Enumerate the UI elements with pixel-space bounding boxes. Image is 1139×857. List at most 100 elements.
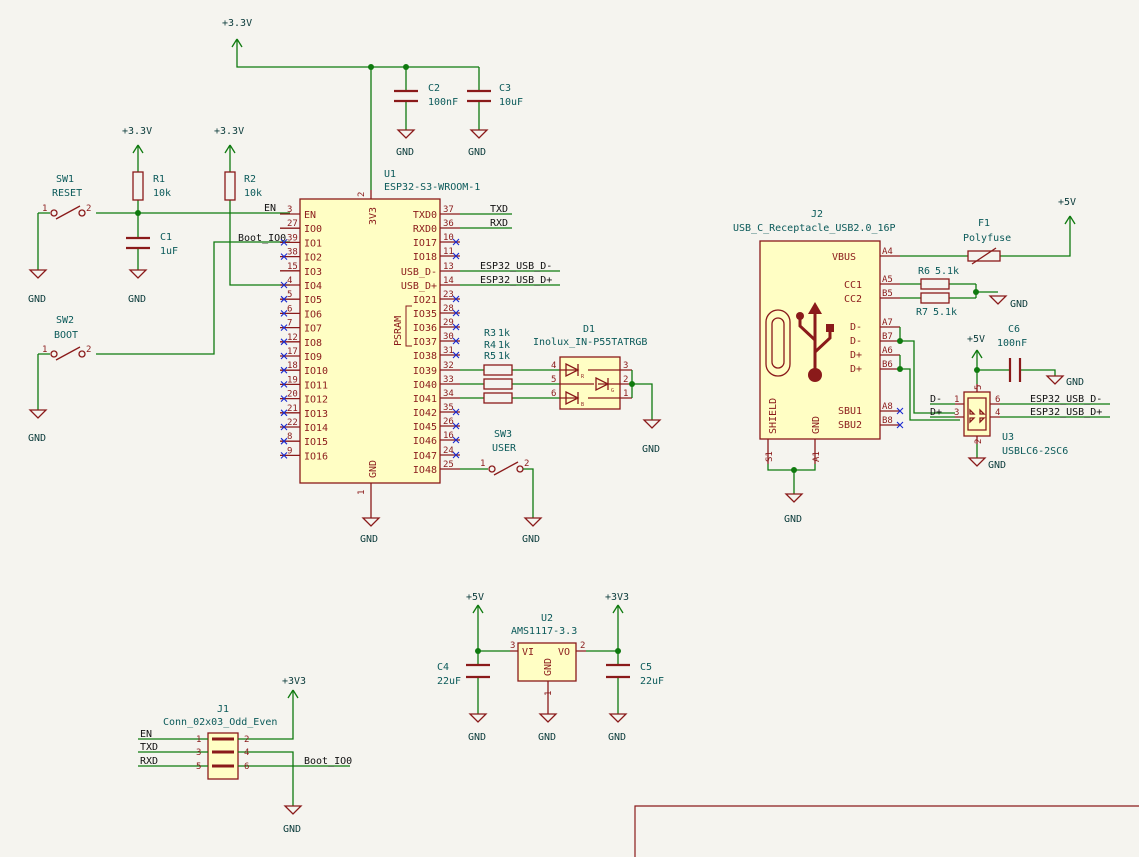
c3-value: 10uF [499,97,523,108]
r6-ref: R6 [918,266,930,277]
u1-right-pin-num: 16 [443,431,454,441]
j2-value: USB_C_Receptacle_USB2.0_16P [733,223,896,234]
no-connect-marker [452,295,460,303]
d1-ref: D1 [583,324,595,335]
j2-pin-a4: A4 [882,247,893,257]
u1-psram-label: PSRAM [393,316,404,346]
power-label-5v-esd: +5V [967,334,985,345]
r1-supply: +3.3V R1 10k [122,126,171,213]
sw2-ref: SW2 [56,315,74,326]
j2-dp2: D+ [850,364,862,375]
u1-right-pin-name: IO17 [413,238,437,249]
j1-pin5: 5 [196,762,201,772]
u1-right-pin-num: 14 [443,276,454,286]
u1-left-pin-num: 21 [287,404,298,414]
capacitor-c1: C1 1uF GND [126,213,178,305]
u1-left-pin-num: 22 [287,418,298,428]
gnd-label-c3: GND [468,147,486,158]
u1-right-pin-num: 36 [443,219,454,229]
net-boot-io0: Boot_IO0 [238,233,286,244]
j2-cc1: CC1 [844,280,862,291]
net-esp-usb-dm: ESP32_USB_D- [480,261,552,272]
u1-left-pin-num: 7 [287,319,292,329]
r4-ref: R4 [484,340,496,351]
u1-right-pin-num: 23 [443,290,454,300]
d1-mini-g: G [611,388,614,394]
u1-left-pin-num: 4 [287,276,292,286]
u1-right-pin-num: 35 [443,403,454,413]
u2-value: AMS1117-3.3 [511,626,577,637]
j2-shield: SHIELD [768,398,779,434]
u1-right-pin-name: IO39 [413,366,437,377]
sw3-pin2: 2 [524,459,529,469]
u1-left-pin-num: 17 [287,347,298,357]
net-txd-j1: TXD [140,742,158,753]
c4-ref: C4 [437,662,449,673]
no-connect-marker [280,295,288,303]
j2-pin-a7: A7 [882,318,893,328]
no-connect-marker [280,281,288,289]
j1-pin3: 3 [196,748,201,758]
u1-left-pin-num: 38 [287,248,298,258]
u1-left-pin-name: IO5 [304,295,322,306]
gnd-label-d1: GND [642,444,660,455]
j1-ref: J1 [217,704,229,715]
u1-right-pin-name: IO21 [413,295,437,306]
j1-pin2: 2 [244,735,249,745]
u1-left-pin-name: IO11 [304,380,328,391]
u1-left-pin-name: IO15 [304,437,328,448]
sw3-value: USER [492,443,517,454]
gnd-label-sw3: GND [522,534,540,545]
u1-right-pin-name: IO41 [413,394,437,405]
resistors-r3-r5: R3 1k R4 1k R5 1k [483,328,513,404]
no-connect-marker [280,253,288,260]
r3-ref: R3 [484,328,496,339]
c5-value: 22uF [640,676,664,687]
u1-right-pin-num: 25 [443,460,454,470]
no-connect-marker [280,352,288,360]
connector-j2: J2 USB_C_Receptacle_USB2.0_16P VBUS CC1 … [733,209,904,525]
u1-left-pin-num: 3 [287,205,292,215]
c6-value: 100nF [997,338,1027,349]
u1-left-pin-name: IO2 [304,253,322,264]
u1-right-pin-num: 33 [443,375,454,385]
u1-left-pin-num: 27 [287,219,298,229]
no-connect-marker [280,324,288,331]
usb-data-routing: D- D+ [897,327,960,421]
j2-pin-b5: B5 [882,289,893,299]
u3-pin1: 1 [954,395,959,405]
j2-pin-a6: A6 [882,346,893,356]
u3-pin3: 3 [954,408,959,418]
module-u1: U1 ESP32-S3-WROOM-1 3V3 2 GND 1 GND PSRA… [280,169,480,545]
r7-value: 5.1k [933,307,957,318]
u1-right-pin-name: TXD0 [413,210,437,221]
sw2-pin2: 2 [86,345,91,355]
u2-pin-out: 2 [580,641,585,651]
net-boot-io0-j1: Boot_IO0 [304,756,352,767]
r2-value: 10k [244,188,262,199]
u1-left-pin-name: IO3 [304,267,322,278]
u1-left-pin-name: IO9 [304,352,322,363]
u2-ref: U2 [541,613,553,624]
c1-ref: C1 [160,232,172,243]
sw1-ref: SW1 [56,174,74,185]
no-connect-marker [452,408,460,416]
sw3-ref: SW3 [494,429,512,440]
u1-left-pin-name: IO7 [304,324,322,335]
d1-pin2: 2 [623,375,628,385]
u1-ref: U1 [384,169,396,180]
no-connect-marker [452,351,460,359]
sw2-value: BOOT [54,330,78,341]
u1-right-pin-num: 24 [443,446,454,456]
u1-left-pin-num: 20 [287,390,298,400]
u1-right-pin-name: IO36 [413,323,437,334]
u2-vo: VO [558,647,570,658]
header-j1: J1 Conn_02x03_Odd_Even +3V3 EN TXD RXD B… [138,676,352,835]
j2-pin-b6: B6 [882,360,893,370]
j1-pin4: 4 [244,748,249,758]
r6-value: 5.1k [935,266,959,277]
u3-value: USBLC6-2SC6 [1002,446,1068,457]
no-connect-marker [452,451,460,459]
c6-ref: C6 [1008,324,1020,335]
